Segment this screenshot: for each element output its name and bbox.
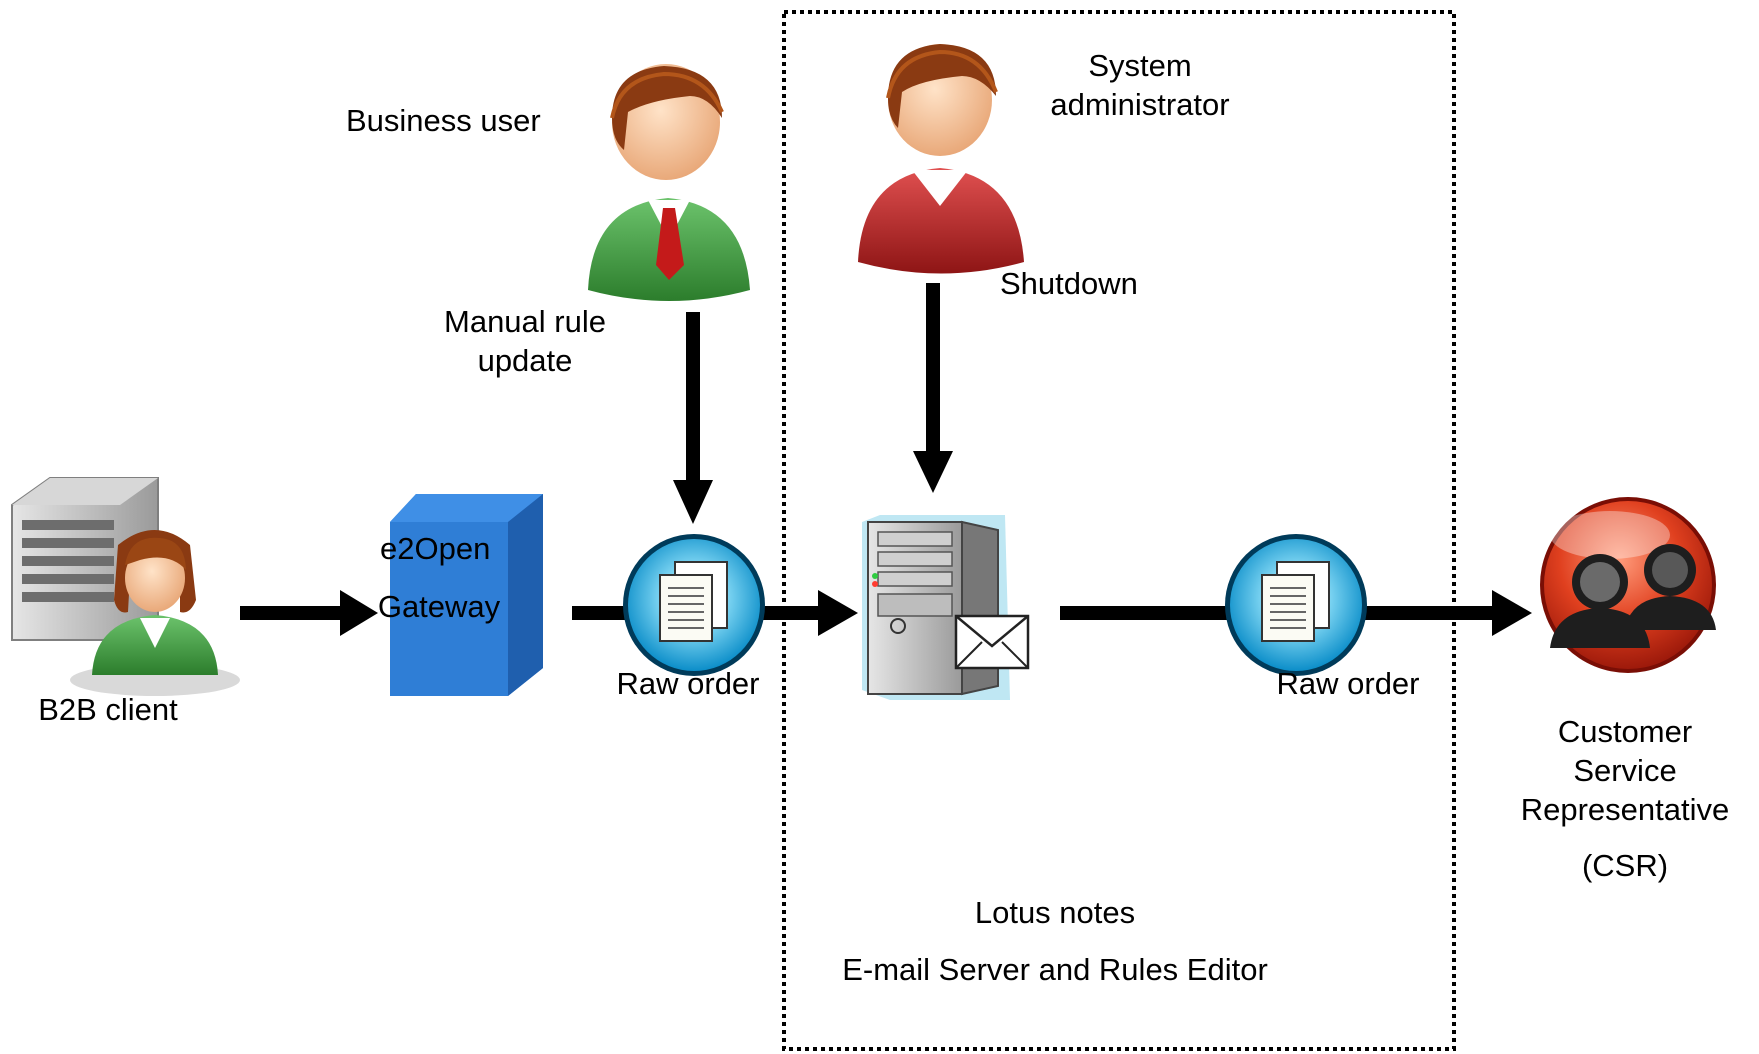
csr-line-3: Representative [1520, 792, 1730, 827]
b2b-client-label: B2B client [38, 692, 178, 727]
e2open-label: e2Open [380, 531, 491, 566]
email-server-label: E-mail Server and Rules Editor [842, 952, 1268, 987]
b2b-client-server-user-icon [11, 477, 240, 696]
arrow-b2b-to-gateway [240, 590, 378, 636]
system-administrator-line-1: System [1088, 48, 1192, 83]
lotus-notes-label: Lotus notes [974, 895, 1136, 930]
system-admin-icon [858, 44, 1024, 274]
csr-label: Customer Service Representative [1505, 712, 1745, 829]
business-user-label: Business user [346, 103, 541, 138]
shutdown-label: Shutdown [1000, 266, 1138, 301]
manual-rule-update-label: Manual rule update [420, 302, 630, 380]
raw-order-label-2: Raw order [1276, 666, 1420, 701]
csr-line-1: Customer [1557, 714, 1693, 749]
csr-abbrev-label: (CSR) [1581, 848, 1669, 883]
arrow-raw-order-to-mail-server [760, 590, 858, 636]
mail-server-icon [862, 515, 1030, 700]
document-stack-icon [623, 534, 765, 676]
csr-line-2: Service [1573, 753, 1677, 788]
arrow-business-user-down [673, 312, 713, 524]
customer-group-icon [1540, 497, 1716, 673]
arrow-raw-order-to-csr [1362, 590, 1532, 636]
system-administrator-line-2: administrator [1050, 87, 1230, 122]
gateway-box-icon [390, 494, 543, 696]
arrow-admin-down [913, 283, 953, 493]
business-user-icon [588, 64, 750, 301]
raw-order-label-1: Raw order [616, 666, 760, 701]
lotus-notes-boundary [782, 10, 1456, 1051]
gateway-label: Gateway [377, 589, 501, 624]
manual-rule-update-line-1: Manual rule [444, 304, 606, 339]
system-administrator-label: System administrator [1030, 46, 1250, 124]
manual-rule-update-line-2: update [477, 343, 573, 378]
arrow-gateway-to-raw-order [572, 606, 628, 620]
document-stack-icon [1225, 534, 1367, 676]
arrow-mail-server-to-raw-order [1060, 606, 1230, 620]
